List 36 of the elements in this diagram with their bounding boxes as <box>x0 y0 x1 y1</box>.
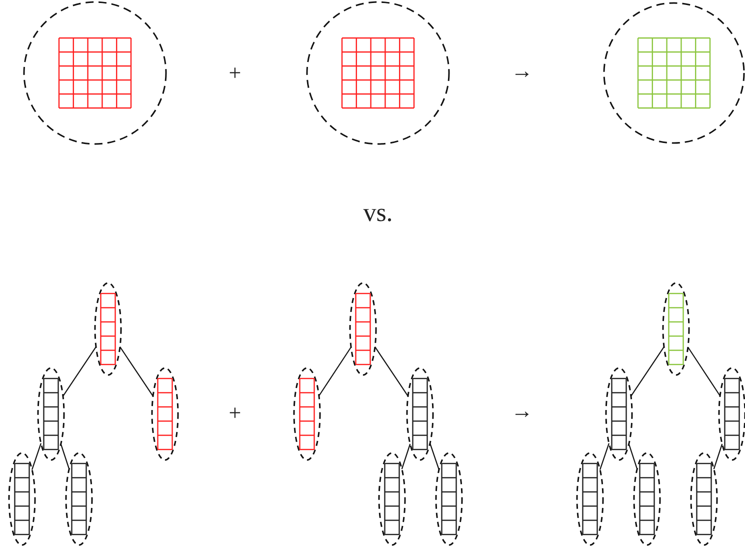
dashed-ellipse <box>349 282 377 376</box>
dashed-ellipse <box>406 367 434 461</box>
dashed-ellipse <box>576 452 604 546</box>
operator-symbol: + <box>228 62 242 84</box>
operator-symbol: → <box>511 60 533 82</box>
dashed-circle <box>23 1 167 145</box>
dashed-ellipse <box>65 452 93 546</box>
connector-line <box>599 443 610 470</box>
connector-line <box>31 443 42 470</box>
dashed-ellipse <box>151 367 179 461</box>
connector-line <box>318 346 352 396</box>
dashed-ellipse <box>8 452 36 546</box>
connector-line <box>62 346 96 396</box>
connector-line <box>713 444 723 470</box>
dashed-circle <box>306 1 450 145</box>
connector-line <box>630 346 664 396</box>
connector-line <box>687 346 721 396</box>
dashed-ellipse <box>37 367 65 461</box>
connector-line <box>120 346 154 396</box>
dashed-ellipse <box>662 282 690 376</box>
dashed-ellipse <box>690 452 718 546</box>
operator-symbol: + <box>228 402 242 424</box>
connector-line <box>60 444 70 470</box>
dashed-ellipse <box>378 452 406 546</box>
connector-line <box>401 444 411 470</box>
connector-line <box>429 443 440 470</box>
connector-line <box>374 346 408 396</box>
dashed-ellipse <box>94 282 122 376</box>
dashed-ellipse <box>633 452 661 546</box>
connector-line <box>628 444 638 470</box>
dashed-ellipse <box>435 452 463 546</box>
dashed-circle <box>603 2 745 144</box>
comparison-text: vs. <box>363 200 393 226</box>
operator-symbol: → <box>511 400 533 422</box>
dashed-ellipse <box>605 367 633 461</box>
dashed-ellipse <box>293 367 321 461</box>
